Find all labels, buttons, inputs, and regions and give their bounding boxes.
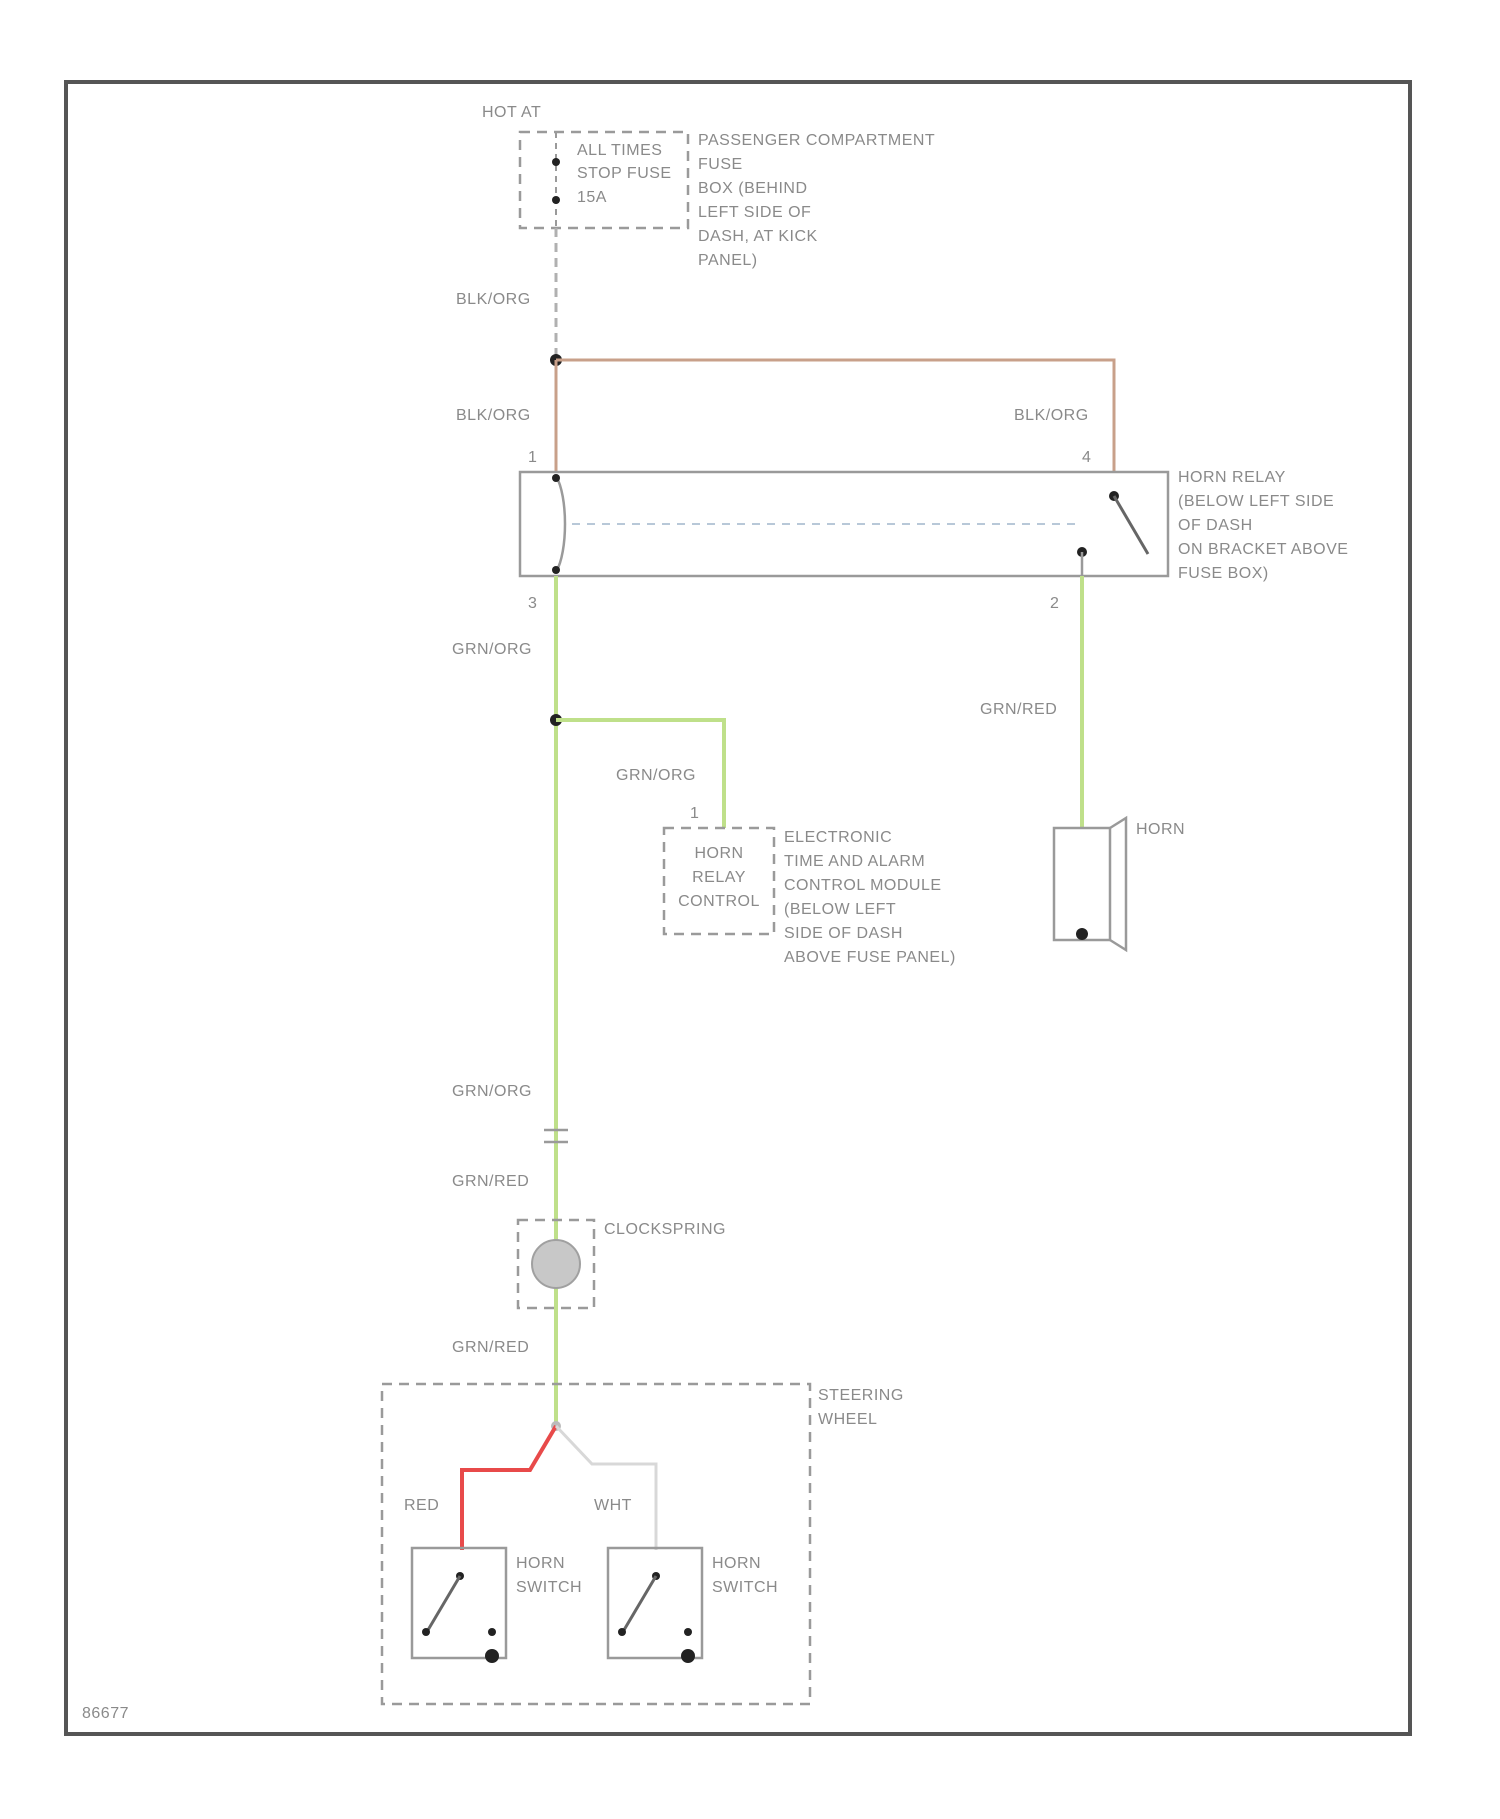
module-label-line-6: ABOVE FUSE PANEL)	[784, 949, 956, 966]
module-label-line-1: ELECTRONIC	[784, 829, 892, 846]
to-connector-wire-label: GRN/ORG	[452, 1083, 532, 1100]
module-inner-line-3: CONTROL	[678, 893, 760, 910]
clockspring-label: CLOCKSPRING	[604, 1221, 726, 1238]
fuse-rating-line-3: 15A	[577, 189, 607, 206]
module-label-line-2: TIME AND ALARM	[784, 853, 925, 870]
module-inner-line-1: HORN	[694, 845, 743, 862]
horn-symbol	[1054, 818, 1126, 950]
relay-pin4-wire-label: BLK/ORG	[1014, 407, 1089, 424]
relay-coil	[556, 476, 565, 572]
relay-pin-4: 4	[1082, 449, 1091, 466]
relay-pin-3: 3	[528, 595, 537, 612]
horn-label: HORN	[1136, 821, 1185, 838]
to-steering-wire-label: GRN/RED	[452, 1339, 529, 1356]
fuse-location-line-2: FUSE	[698, 156, 743, 173]
fuse-rating-line-2: STOP FUSE	[577, 165, 672, 182]
steering-wheel-label-line-1: STEERING	[818, 1387, 904, 1404]
fuse-location-line-1: PASSENGER COMPARTMENT	[698, 132, 935, 149]
horn-switch-right	[608, 1548, 702, 1663]
fuse-hot-label: HOT AT	[482, 104, 541, 121]
horn-switch-right-label-line-1: HORN	[712, 1555, 761, 1572]
module-label-line-5: SIDE OF DASH	[784, 925, 903, 942]
wht-wire-to-right-switch	[556, 1426, 656, 1550]
relay-label-line-2: (BELOW LEFT SIDE	[1178, 493, 1334, 510]
relay-pin-2: 2	[1050, 595, 1059, 612]
fuse-location-line-5: DASH, AT KICK	[698, 228, 818, 245]
relay-pin-1: 1	[528, 449, 537, 466]
from-connector-wire-label: GRN/RED	[452, 1173, 529, 1190]
fuse-rating-line-1: ALL TIMES	[577, 142, 662, 159]
switch-right-wire-label: WHT	[594, 1497, 632, 1514]
fuse-terminal-bottom	[552, 196, 560, 204]
steering-wheel-outline	[382, 1384, 810, 1704]
relay-pin2-wire-label: GRN/RED	[980, 701, 1057, 718]
module-label-line-4: (BELOW LEFT	[784, 901, 896, 918]
fuse-location-line-4: LEFT SIDE OF	[698, 204, 811, 221]
horn-switch-right-label-line-2: SWITCH	[712, 1579, 778, 1596]
relay-label-line-1: HORN RELAY	[1178, 469, 1286, 486]
relay-pin1-wire-label: BLK/ORG	[456, 407, 531, 424]
relay-label-line-3: OF DASH	[1178, 517, 1253, 534]
relay-contact-arm	[1114, 496, 1148, 554]
module-label-line-3: CONTROL MODULE	[784, 877, 942, 894]
relay-label-line-5: FUSE BOX)	[1178, 565, 1269, 582]
horn-switch-left-label-line-2: SWITCH	[516, 1579, 582, 1596]
switch-left-wire-label: RED	[404, 1497, 439, 1514]
horn-switch-left-label-line-1: HORN	[516, 1555, 565, 1572]
clockspring-icon	[532, 1240, 580, 1288]
module-pin: 1	[690, 805, 699, 822]
fuse-location-line-6: PANEL)	[698, 252, 758, 269]
red-wire-to-left-switch	[462, 1426, 556, 1550]
relay-pin3-wire-label: GRN/ORG	[452, 641, 532, 658]
fuse-location-line-3: BOX (BEHIND	[698, 180, 808, 197]
relay-label-line-4: ON BRACKET ABOVE	[1178, 541, 1348, 558]
figure-id: 86677	[82, 1705, 129, 1722]
steering-wheel-label-line-2: WHEEL	[818, 1411, 877, 1428]
module-branch-wire-label: GRN/ORG	[616, 767, 696, 784]
fuse-output-wire-label: BLK/ORG	[456, 291, 531, 308]
horn-switch-left	[412, 1548, 506, 1663]
module-inner-line-2: RELAY	[692, 869, 746, 886]
fuse-terminal-top	[552, 158, 560, 166]
